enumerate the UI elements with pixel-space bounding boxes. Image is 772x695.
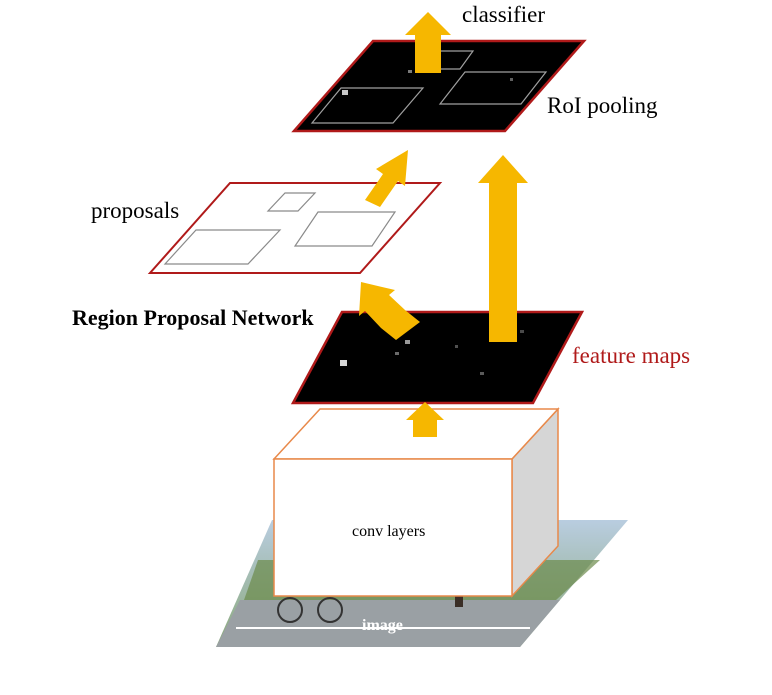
arrow-conv-to-feature <box>406 402 444 437</box>
proposals-label: proposals <box>91 198 180 223</box>
rpn-label: Region Proposal Network <box>72 305 314 330</box>
proposals-plane <box>147 182 443 274</box>
conv-layers-box <box>272 407 560 598</box>
arrow-proposals-to-roi <box>365 150 408 207</box>
arrow-feature-to-roi <box>478 155 528 342</box>
arrow-feature-to-proposals <box>359 282 420 340</box>
classifier-label: classifier <box>462 2 546 27</box>
image-label: image <box>362 617 403 634</box>
roi-pooling-label: RoI pooling <box>547 93 658 118</box>
conv-layers-label: conv layers <box>352 523 426 540</box>
roi-pooling-plane <box>291 39 587 133</box>
feature-maps-plane <box>290 310 585 405</box>
arrow-roi-to-classifier <box>405 12 451 73</box>
feature-maps-label: feature maps <box>572 343 691 368</box>
